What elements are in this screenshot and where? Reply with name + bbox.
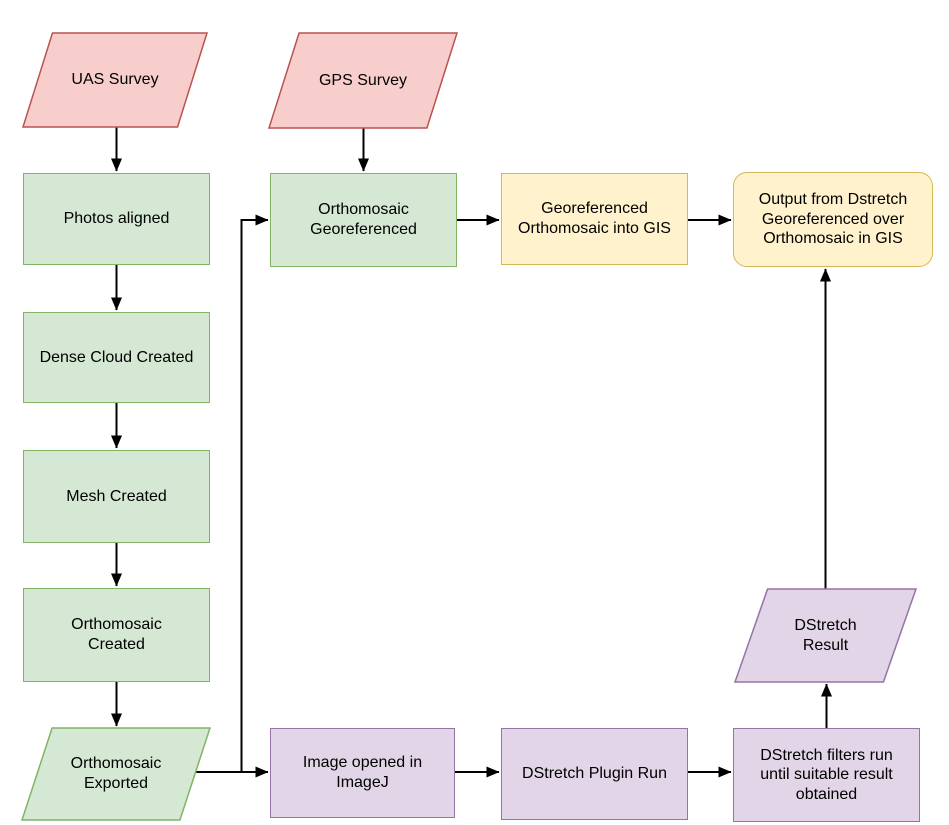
node-dstretch-plugin-run: DStretch Plugin Run xyxy=(501,728,688,820)
node-label: Orthomosaic Exported xyxy=(70,755,162,792)
node-label: Image opened in ImageJ xyxy=(302,754,423,791)
node-label: DStretch Plugin Run xyxy=(522,765,667,783)
node-dstretch-filters-run: DStretch filters run until suitable resu… xyxy=(733,728,920,822)
node-label: UAS Survey xyxy=(71,71,159,89)
node-label: Output from Dstretch Georeferenced over … xyxy=(758,191,908,248)
node-orthomosaic-exported: Orthomosaic Exported xyxy=(22,728,210,820)
node-label: Georeferenced Orthomosaic into GIS xyxy=(518,200,671,237)
node-uas-survey: UAS Survey xyxy=(23,33,207,127)
node-orthomosaic-created: Orthomosaic Created xyxy=(23,588,210,682)
arrow-exported-to-ortho-georef xyxy=(240,214,269,772)
node-dense-cloud-created: Dense Cloud Created xyxy=(23,312,210,403)
node-label: DStretch filters run until suitable resu… xyxy=(760,746,893,803)
parallelogram-shape xyxy=(23,33,207,127)
node-label: Dense Cloud Created xyxy=(39,348,194,366)
parallelogram-shape xyxy=(735,589,916,682)
node-orthomosaic-georeferenced: Orthomosaic Georeferenced xyxy=(270,173,457,267)
node-output-from-dstretch: Output from Dstretch Georeferenced over … xyxy=(733,172,933,267)
node-label: Orthomosaic Created xyxy=(71,616,162,653)
node-label: Photos aligned xyxy=(63,210,170,228)
node-image-opened-in-imagej: Image opened in ImageJ xyxy=(270,728,455,818)
node-label: Orthomosaic Georeferenced xyxy=(310,201,417,238)
node-label: DStretch Result xyxy=(794,616,857,654)
node-georeferenced-orthomosaic-into-gis: Georeferenced Orthomosaic into GIS xyxy=(501,173,688,265)
parallelogram-shape xyxy=(22,728,210,820)
node-gps-survey: GPS Survey xyxy=(269,33,457,128)
node-label: Mesh Created xyxy=(66,487,167,505)
parallelogram-shape xyxy=(269,33,457,128)
node-photos-aligned: Photos aligned xyxy=(23,173,210,265)
node-mesh-created: Mesh Created xyxy=(23,450,210,543)
node-dstretch-result: DStretch Result xyxy=(735,589,916,682)
node-label: GPS Survey xyxy=(318,71,408,89)
